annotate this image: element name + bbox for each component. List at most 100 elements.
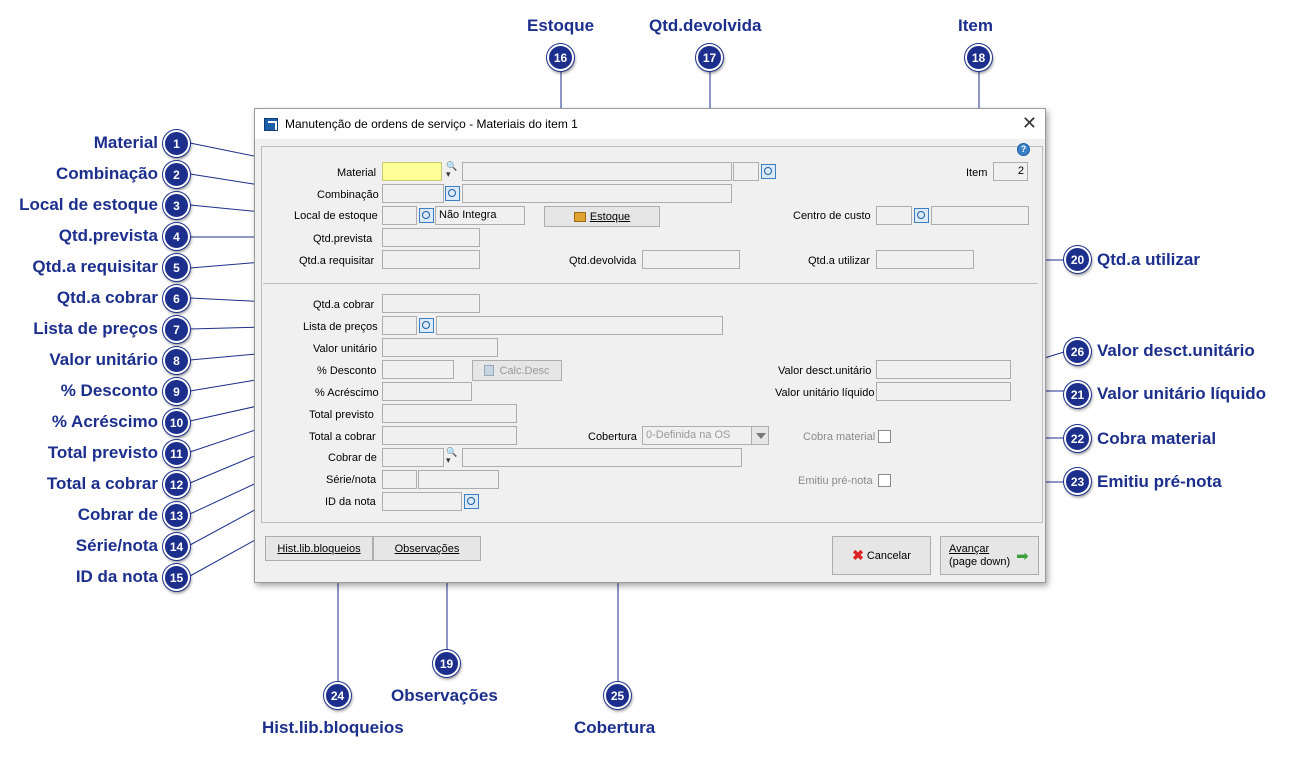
cobrar-de-input[interactable] [382,448,444,467]
local-estoque-input[interactable] [382,206,417,225]
qtd-prevista-label: Qtd.prevista [313,233,373,245]
centro-custo-lookup-icon[interactable] [914,208,929,223]
observacoes-button-label: Observações [394,542,460,555]
emitiu-pre-nota-label: Emitiu pré-nota [798,475,873,487]
calc-desc-button[interactable]: Calc.Desc [472,360,562,381]
estoque-button[interactable]: Estoque [544,206,660,227]
lista-precos-lookup-icon[interactable] [419,318,434,333]
material-lookup-icon[interactable] [761,164,776,179]
centro-custo-input[interactable] [876,206,912,225]
callout-badge-12: 12 [163,471,190,498]
callout-caption-valor-desc-unitario: Valor desct.unitário [1097,341,1255,360]
lista-precos-description [436,316,723,335]
callout-badge-26: 26 [1064,338,1091,365]
callout-badge-22: 22 [1064,425,1091,452]
qtd-prevista-input[interactable] [382,228,480,247]
callout-caption-estoque: Estoque [527,16,595,35]
valor-unitario-input[interactable] [382,338,498,357]
valor-desc-unitario-input[interactable] [876,360,1011,379]
lista-precos-input[interactable] [382,316,417,335]
lista-precos-label: Lista de preços [303,321,378,333]
callout-badge-10: 10 [163,409,190,436]
avancar-sublabel: (page down) [949,555,1011,568]
avancar-button[interactable]: Avançar(page down)➡ [940,536,1039,575]
qtd-requisitar-input[interactable] [382,250,480,269]
close-button[interactable]: ✕ [1021,113,1037,133]
centro-custo-label: Centro de custo [793,210,871,222]
qtd-devolvida-label: Qtd.devolvida [569,255,637,267]
qtd-devolvida-input[interactable] [642,250,740,269]
callout-badge-9: 9 [163,378,190,405]
callout-caption-qtd-cobrar: Qtd.a cobrar [56,288,158,307]
cancel-button[interactable]: ✖Cancelar [832,536,931,575]
callout-badge-3: 3 [163,192,190,219]
callout-badge-17: 17 [696,44,723,71]
qtd-cobrar-input[interactable] [382,294,480,313]
id-nota-lookup-icon[interactable] [464,494,479,509]
chevron-down-icon[interactable] [751,427,768,444]
callout-caption-desconto: % Desconto [60,381,158,400]
help-icon[interactable]: ? [1017,143,1030,156]
section-divider [263,283,1038,284]
valor-unitario-label: Valor unitário [313,343,377,355]
local-estoque-lookup-icon[interactable] [419,208,434,223]
callout-caption-lista-precos: Lista de preços [33,319,158,338]
callout-caption-hist-lib-bloqueios: Hist.lib.bloqueios [262,718,404,737]
cobra-material-checkbox[interactable] [878,430,891,443]
cobertura-select[interactable]: 0-Definida na OS [642,426,769,445]
callout-badge-8: 8 [163,347,190,374]
combinacao-lookup-icon[interactable] [445,186,460,201]
total-cobrar-label: Total a cobrar [309,431,376,443]
qtd-utilizar-label: Qtd.a utilizar [808,255,870,267]
id-nota-input[interactable] [382,492,462,511]
material-input[interactable] [382,162,442,181]
cobrar-de-description [462,448,742,467]
nota-input[interactable] [418,470,499,489]
callout-caption-emitiu-pre-nota: Emitiu pré-nota [1097,472,1222,491]
callout-badge-18: 18 [965,44,992,71]
callout-badge-2: 2 [163,161,190,188]
qtd-requisitar-label: Qtd.a requisitar [299,255,375,267]
centro-custo-description [931,206,1029,225]
callout-caption-cobrar-de: Cobrar de [77,505,158,524]
item-field: 2 [993,162,1028,181]
estoque-button-label: Estoque [589,210,631,223]
cobra-material-label: Cobra material [803,431,876,443]
callout-badge-14: 14 [163,533,190,560]
callout-caption-serie-nota: Série/nota [75,536,158,555]
callout-caption-valor-unitario-liquido: Valor unitário líquido [1097,384,1267,403]
callout-badge-11: 11 [163,440,190,467]
callout-badge-19: 19 [433,650,460,677]
box-icon [573,211,586,222]
callout-caption-id-nota: ID da nota [75,567,158,586]
qtd-utilizar-input[interactable] [876,250,974,269]
valor-unitario-liquido-input[interactable] [876,382,1011,401]
callout-caption-qtd-requisitar: Qtd.a requisitar [32,257,158,276]
callout-badge-20: 20 [1064,246,1091,273]
emitiu-pre-nota-checkbox[interactable] [878,474,891,487]
total-previsto-input[interactable] [382,404,517,423]
cancel-x-icon: ✖ [852,547,864,563]
combinacao-input[interactable] [382,184,444,203]
qtd-cobrar-label: Qtd.a cobrar [313,299,375,311]
callout-caption-qtd-utilizar: Qtd.a utilizar [1097,250,1200,269]
total-cobrar-input[interactable] [382,426,517,445]
combinacao-label: Combinação [317,189,379,201]
callout-caption-item: Item [958,16,993,35]
search-dropdown-icon[interactable]: 🔍▾ [446,447,458,465]
callout-caption-acrescimo: % Acréscimo [51,412,158,431]
callout-badge-24: 24 [324,682,351,709]
search-dropdown-icon[interactable]: 🔍▾ [446,161,458,179]
valor-desc-unitario-label: Valor desct.unitário [778,365,872,377]
observacoes-button[interactable]: Observações [373,536,481,561]
callout-caption-qtd-devolvida: Qtd.devolvida [649,16,762,35]
acrescimo-input[interactable] [382,382,472,401]
avancar-label: Avançar [949,542,990,555]
callout-caption-total-cobrar: Total a cobrar [46,474,158,493]
serie-input[interactable] [382,470,417,489]
hist-lib-bloqueios-button[interactable]: Hist.lib.bloqueios [265,536,373,561]
desconto-input[interactable] [382,360,454,379]
callout-badge-25: 25 [604,682,631,709]
callout-badge-16: 16 [547,44,574,71]
material-label: Material [337,167,377,179]
